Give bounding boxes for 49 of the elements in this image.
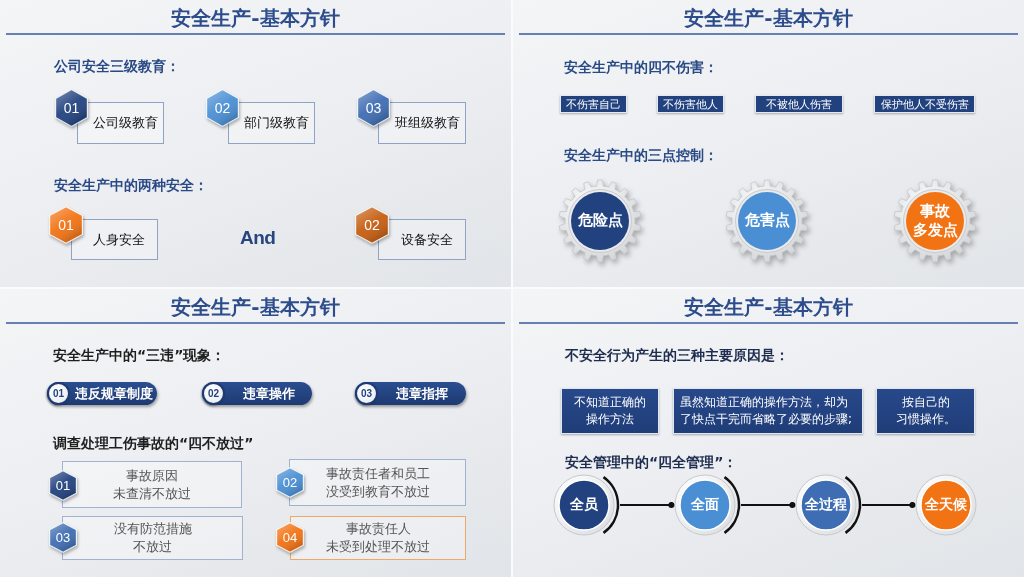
slide-title: 安全生产-基本方针 xyxy=(684,6,853,30)
number-hexagon: 04 xyxy=(276,522,304,553)
section-heading: 不安全行为产生的三种主要原因是： xyxy=(565,347,789,363)
text-box: 公司级教育 xyxy=(77,102,164,144)
text-box: 按自己的习惯操作。 xyxy=(876,388,975,434)
slide-title: 安全生产-基本方针 xyxy=(684,295,853,319)
pill-banner xyxy=(355,382,466,405)
text-box: 不知道正确的操作方法 xyxy=(561,388,659,434)
section-heading: 安全生产中的四不伤害： xyxy=(564,59,718,75)
text-box: 人身安全 xyxy=(71,219,158,260)
text-box: 保护他人不受伤害 xyxy=(874,95,975,113)
text-box: 不伤害自己 xyxy=(560,95,627,113)
number-hexagon: 01 xyxy=(49,470,77,501)
number-circle: 03 xyxy=(355,382,378,405)
pill-label: 违反规章制度 xyxy=(74,385,153,402)
pill-label: 违章指挥 xyxy=(396,385,448,402)
slide-panel xyxy=(0,289,511,577)
section-heading: 安全管理中的“四全管理”： xyxy=(565,454,738,470)
pill-banner xyxy=(202,382,312,405)
number-hexagon: 03 xyxy=(357,89,390,127)
connector-line xyxy=(619,501,675,509)
slide-title: 安全生产-基本方针 xyxy=(171,6,340,30)
number-circle: 01 xyxy=(47,382,70,405)
slide-panel xyxy=(513,0,1024,287)
text-box: 设备安全 xyxy=(378,219,466,260)
pill-label: 违章操作 xyxy=(242,385,295,402)
section-heading: 调查处理工伤事故的“四不放过” xyxy=(53,435,254,451)
number-hexagon: 03 xyxy=(49,522,77,553)
section-heading: 安全生产中的“三违”现象： xyxy=(53,347,226,363)
number-hexagon: 02 xyxy=(355,206,389,244)
number-hexagon: 01 xyxy=(49,206,83,244)
pill-banner xyxy=(47,382,157,405)
text-box: 不伤害他人 xyxy=(657,95,724,113)
text-box: 不被他人伤害 xyxy=(755,95,843,113)
circle-node: 全天候 xyxy=(915,474,977,536)
slide-title: 安全生产-基本方针 xyxy=(171,295,340,319)
connector-line xyxy=(740,501,796,509)
text-box: 虽然知道正确的操作方法，却为了快点干完而省略了必要的步骤; xyxy=(673,388,863,434)
section-heading: 安全生产中的三点控制： xyxy=(564,147,718,163)
section-heading: 公司安全三级教育： xyxy=(54,58,180,74)
conjunction-label: And xyxy=(240,227,276,249)
slide-panel xyxy=(0,0,511,287)
slide-panel xyxy=(513,289,1024,577)
connector-line xyxy=(861,501,916,509)
section-heading: 安全生产中的两种安全： xyxy=(54,177,208,193)
number-hexagon: 02 xyxy=(276,467,304,498)
number-hexagon: 01 xyxy=(55,89,88,127)
number-hexagon: 02 xyxy=(206,89,239,127)
number-circle: 02 xyxy=(202,382,225,405)
